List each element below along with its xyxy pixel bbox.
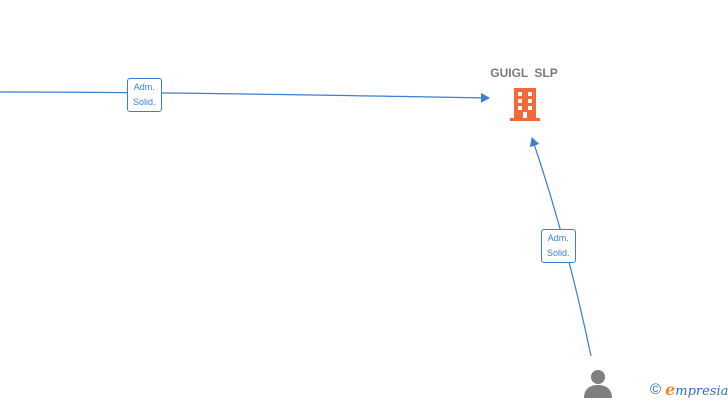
building-icon[interactable] [508,86,542,122]
edge-label-line1: Adm. [547,233,569,243]
empresia-logo: empresia [665,380,728,399]
edge-label-line2: Solid. [133,97,156,107]
edge-left-to-company [0,91,490,103]
company-name[interactable]: GUIGL SLP [490,66,558,80]
edge-label-left[interactable]: Adm. Solid. [127,78,162,112]
edge-label-person[interactable]: Adm. Solid. [541,229,576,263]
copyright-icon: © [650,381,662,398]
empresia-brand[interactable]: © empresia [650,380,728,399]
edge-label-line2: Solid. [547,248,570,258]
logo-initial: e [665,380,676,399]
logo-rest: mpresia [675,384,728,399]
person-icon[interactable] [583,368,613,400]
edge-label-line1: Adm. [133,82,155,92]
